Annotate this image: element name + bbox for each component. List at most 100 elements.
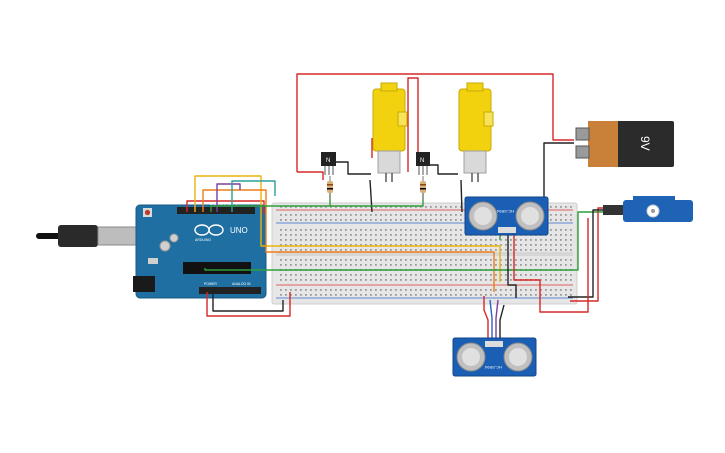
breadboard-hole[interactable]	[280, 289, 282, 291]
breadboard-hole[interactable]	[395, 279, 397, 281]
breadboard-hole[interactable]	[450, 294, 452, 296]
breadboard-hole[interactable]	[330, 274, 332, 276]
breadboard-hole[interactable]	[315, 229, 317, 231]
breadboard-hole[interactable]	[310, 279, 312, 281]
breadboard-hole[interactable]	[425, 234, 427, 236]
breadboard-hole[interactable]	[305, 294, 307, 296]
breadboard-hole[interactable]	[350, 289, 352, 291]
breadboard-hole[interactable]	[440, 234, 442, 236]
breadboard-hole[interactable]	[325, 244, 327, 246]
breadboard-hole[interactable]	[435, 214, 437, 216]
breadboard-hole[interactable]	[340, 214, 342, 216]
breadboard-hole[interactable]	[280, 264, 282, 266]
breadboard-hole[interactable]	[425, 244, 427, 246]
breadboard-hole[interactable]	[285, 206, 287, 208]
breadboard-hole[interactable]	[565, 274, 567, 276]
breadboard-hole[interactable]	[560, 259, 562, 261]
breadboard-hole[interactable]	[315, 264, 317, 266]
breadboard-hole[interactable]	[515, 239, 517, 241]
breadboard-hole[interactable]	[330, 219, 332, 221]
breadboard-hole[interactable]	[330, 259, 332, 261]
breadboard-hole[interactable]	[305, 244, 307, 246]
breadboard-hole[interactable]	[290, 244, 292, 246]
breadboard-hole[interactable]	[310, 239, 312, 241]
breadboard-hole[interactable]	[460, 219, 462, 221]
breadboard-hole[interactable]	[460, 279, 462, 281]
breadboard-hole[interactable]	[430, 244, 432, 246]
breadboard-hole[interactable]	[410, 249, 412, 251]
breadboard-hole[interactable]	[510, 289, 512, 291]
breadboard-hole[interactable]	[400, 244, 402, 246]
breadboard-hole[interactable]	[365, 249, 367, 251]
breadboard-hole[interactable]	[380, 264, 382, 266]
breadboard-hole[interactable]	[285, 229, 287, 231]
breadboard-hole[interactable]	[375, 279, 377, 281]
breadboard-hole[interactable]	[545, 289, 547, 291]
breadboard-hole[interactable]	[295, 214, 297, 216]
breadboard-hole[interactable]	[500, 294, 502, 296]
breadboard-hole[interactable]	[355, 239, 357, 241]
breadboard-hole[interactable]	[415, 264, 417, 266]
breadboard-hole[interactable]	[455, 279, 457, 281]
breadboard-hole[interactable]	[500, 289, 502, 291]
breadboard-hole[interactable]	[305, 234, 307, 236]
breadboard-hole[interactable]	[410, 259, 412, 261]
breadboard-hole[interactable]	[445, 249, 447, 251]
wire-red-battery-positive[interactable]	[296, 73, 574, 172]
breadboard-hole[interactable]	[535, 259, 537, 261]
breadboard-hole[interactable]	[425, 274, 427, 276]
breadboard-hole[interactable]	[295, 279, 297, 281]
breadboard-hole[interactable]	[285, 289, 287, 291]
breadboard-hole[interactable]	[380, 259, 382, 261]
breadboard-hole[interactable]	[495, 259, 497, 261]
breadboard-hole[interactable]	[330, 214, 332, 216]
breadboard-hole[interactable]	[375, 206, 377, 208]
breadboard-hole[interactable]	[390, 214, 392, 216]
breadboard-hole[interactable]	[340, 274, 342, 276]
breadboard-hole[interactable]	[550, 279, 552, 281]
breadboard-hole[interactable]	[550, 219, 552, 221]
breadboard-hole[interactable]	[495, 274, 497, 276]
breadboard-hole[interactable]	[310, 234, 312, 236]
breadboard-hole[interactable]	[560, 219, 562, 221]
breadboard-hole[interactable]	[475, 289, 477, 291]
breadboard-hole[interactable]	[485, 294, 487, 296]
breadboard-hole[interactable]	[470, 259, 472, 261]
breadboard-hole[interactable]	[350, 234, 352, 236]
breadboard-hole[interactable]	[505, 244, 507, 246]
breadboard-hole[interactable]	[530, 249, 532, 251]
breadboard-hole[interactable]	[560, 279, 562, 281]
breadboard-hole[interactable]	[570, 219, 572, 221]
breadboard-hole[interactable]	[285, 259, 287, 261]
breadboard-hole[interactable]	[505, 264, 507, 266]
breadboard-hole[interactable]	[485, 264, 487, 266]
breadboard-hole[interactable]	[335, 279, 337, 281]
breadboard-hole[interactable]	[445, 206, 447, 208]
breadboard-hole[interactable]	[365, 239, 367, 241]
breadboard-hole[interactable]	[570, 289, 572, 291]
breadboard-hole[interactable]	[415, 249, 417, 251]
breadboard-hole[interactable]	[295, 294, 297, 296]
breadboard-hole[interactable]	[460, 206, 462, 208]
breadboard-hole[interactable]	[395, 289, 397, 291]
breadboard-hole[interactable]	[360, 206, 362, 208]
breadboard-hole[interactable]	[310, 229, 312, 231]
breadboard-hole[interactable]	[530, 294, 532, 296]
breadboard-hole[interactable]	[450, 289, 452, 291]
breadboard-hole[interactable]	[395, 274, 397, 276]
breadboard-hole[interactable]	[540, 244, 542, 246]
breadboard-hole[interactable]	[485, 274, 487, 276]
breadboard-hole[interactable]	[545, 249, 547, 251]
breadboard-hole[interactable]	[330, 244, 332, 246]
breadboard-hole[interactable]	[570, 274, 572, 276]
breadboard-hole[interactable]	[370, 249, 372, 251]
breadboard-hole[interactable]	[460, 244, 462, 246]
breadboard-hole[interactable]	[435, 234, 437, 236]
breadboard-hole[interactable]	[305, 206, 307, 208]
breadboard-hole[interactable]	[370, 294, 372, 296]
breadboard-hole[interactable]	[290, 274, 292, 276]
breadboard-hole[interactable]	[540, 279, 542, 281]
breadboard-hole[interactable]	[440, 279, 442, 281]
breadboard-hole[interactable]	[360, 219, 362, 221]
breadboard-hole[interactable]	[445, 229, 447, 231]
